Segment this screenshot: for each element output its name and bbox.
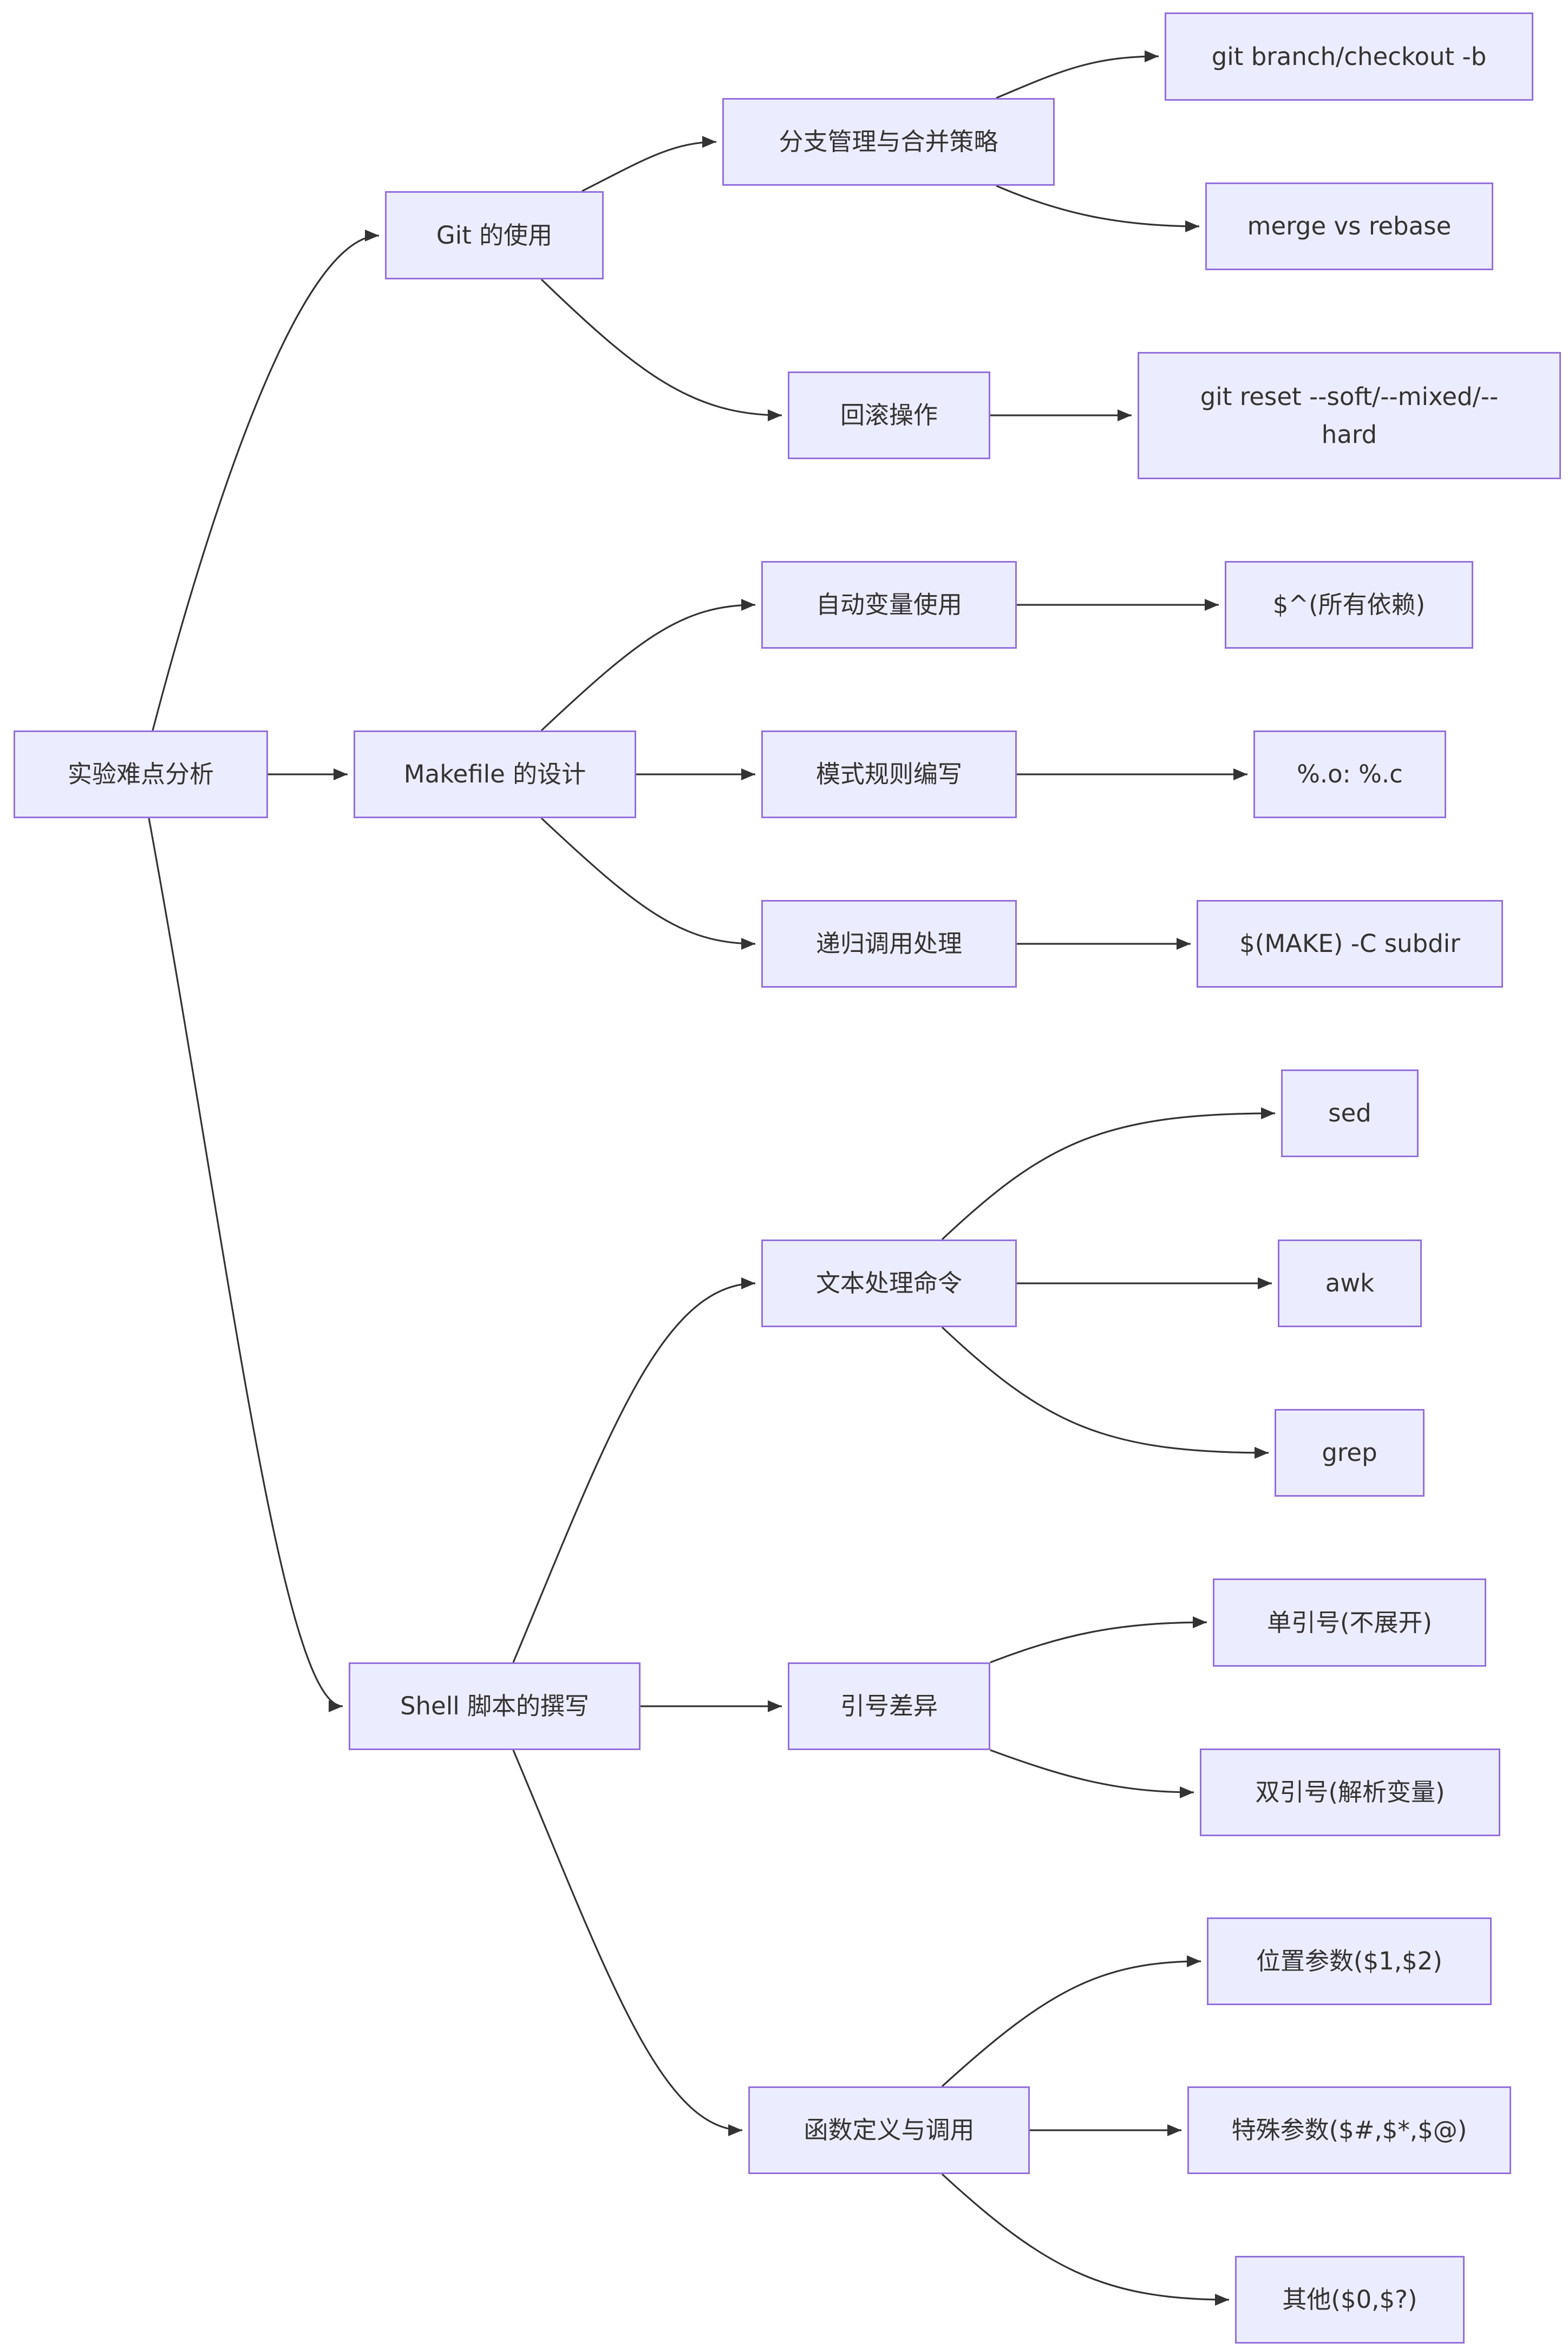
node-make-subdir: $(MAKE) -C subdir bbox=[1197, 900, 1503, 988]
node-text-commands-label: 文本处理命令 bbox=[815, 1269, 962, 1298]
node-single-quote: 单引号(不展开) bbox=[1213, 1578, 1486, 1667]
edge-shell-func-arrowhead bbox=[728, 2124, 742, 2136]
edge-branch-gitbranch-arrowhead bbox=[1145, 50, 1159, 62]
node-git-usage: Git 的使用 bbox=[385, 191, 604, 279]
edge-func-pos bbox=[941, 1960, 1201, 2087]
node-make-subdir-label: $(MAKE) -C subdir bbox=[1239, 929, 1460, 958]
edge-recursive-makesub-arrowhead bbox=[1177, 938, 1191, 950]
node-auto-variables: 自动变量使用 bbox=[761, 561, 1017, 649]
edge-root-make-arrowhead bbox=[334, 768, 348, 780]
edge-textcmd-grep bbox=[941, 1326, 1269, 1454]
node-git-branch-checkout: git branch/checkout -b bbox=[1165, 12, 1533, 101]
node-grep: grep bbox=[1275, 1409, 1425, 1497]
edge-root-git bbox=[152, 234, 380, 731]
edge-textcmd-sed bbox=[941, 1112, 1276, 1241]
edge-textcmd-sed-arrowhead bbox=[1261, 1107, 1275, 1119]
edge-quote-single-arrowhead bbox=[1193, 1616, 1207, 1628]
edge-make-autovar-arrowhead bbox=[741, 599, 755, 611]
node-special-params: 特殊参数($#,$*,$@) bbox=[1187, 2086, 1511, 2174]
edge-func-other bbox=[941, 2173, 1230, 2301]
node-git-branch-checkout-label: git branch/checkout -b bbox=[1211, 42, 1487, 71]
node-git-reset-text: git reset --soft/--mixed/-- hard bbox=[1200, 378, 1499, 454]
node-merge-vs-rebase: merge vs rebase bbox=[1205, 182, 1493, 270]
node-sed: sed bbox=[1281, 1069, 1419, 1157]
node-makefile-design: Makefile 的设计 bbox=[354, 730, 636, 818]
node-git-usage-label: Git 的使用 bbox=[436, 220, 553, 250]
node-shell-script: Shell 脚本的撰写 bbox=[349, 1662, 641, 1750]
node-recursive-call-label: 递归调用处理 bbox=[815, 929, 962, 958]
node-positional-params-label: 位置参数($1,$2) bbox=[1256, 1947, 1442, 1976]
node-awk-label: awk bbox=[1325, 1269, 1375, 1298]
edge-make-recursive bbox=[540, 817, 756, 945]
node-all-dependencies-label: $^(所有依赖) bbox=[1272, 590, 1426, 619]
node-pattern-example: %.o: %.c bbox=[1253, 730, 1446, 818]
node-grep-label: grep bbox=[1322, 1438, 1377, 1467]
edge-func-pos-arrowhead bbox=[1187, 1955, 1201, 1967]
node-pattern-rules-label: 模式规则编写 bbox=[815, 760, 962, 789]
edges-layer bbox=[148, 55, 1276, 2301]
node-all-dependencies: $^(所有依赖) bbox=[1225, 561, 1473, 649]
node-function-definition: 函数定义与调用 bbox=[748, 2086, 1030, 2174]
node-git-reset-line1: git reset --soft/--mixed/-- bbox=[1200, 382, 1499, 411]
edge-git-branch-arrowhead bbox=[702, 136, 716, 148]
node-root-label: 实验难点分析 bbox=[67, 760, 214, 789]
node-other-params: 其他($0,$?) bbox=[1235, 2256, 1465, 2344]
node-auto-variables-label: 自动变量使用 bbox=[815, 590, 962, 619]
node-root: 实验难点分析 bbox=[14, 730, 268, 818]
node-git-reset-line2: hard bbox=[1321, 420, 1377, 449]
node-branch-strategy: 分支管理与合并策略 bbox=[722, 98, 1055, 186]
edge-autovar-dollarcaret-arrowhead bbox=[1205, 599, 1219, 611]
node-function-definition-label: 函数定义与调用 bbox=[803, 2116, 975, 2145]
edge-root-shell bbox=[148, 818, 343, 1707]
edge-func-other-arrowhead bbox=[1215, 2294, 1229, 2306]
edge-branch-gitbranch bbox=[996, 55, 1159, 99]
node-other-params-label: 其他($0,$?) bbox=[1282, 2285, 1417, 2314]
node-text-commands: 文本处理命令 bbox=[761, 1239, 1017, 1327]
edge-shell-textcmd-arrowhead bbox=[741, 1277, 755, 1289]
edge-make-recursive-arrowhead bbox=[741, 938, 755, 950]
node-double-quote: 双引号(解析变量) bbox=[1200, 1748, 1500, 1836]
edge-rollback-reset-arrowhead bbox=[1118, 409, 1132, 421]
node-awk: awk bbox=[1278, 1239, 1422, 1327]
edge-quote-double bbox=[990, 1749, 1194, 1793]
node-merge-vs-rebase-label: merge vs rebase bbox=[1247, 212, 1452, 241]
edge-shell-textcmd bbox=[512, 1282, 756, 1663]
edge-textcmd-grep-arrowhead bbox=[1255, 1447, 1269, 1459]
edge-quote-double-arrowhead bbox=[1180, 1786, 1194, 1798]
node-rollback-label: 回滚操作 bbox=[840, 401, 938, 430]
edge-git-rollback-arrowhead bbox=[768, 409, 782, 421]
edge-shell-quote-arrowhead bbox=[768, 1700, 782, 1712]
edge-shell-func bbox=[512, 1750, 743, 2131]
edge-make-autovar bbox=[540, 604, 756, 732]
node-pattern-rules: 模式规则编写 bbox=[761, 730, 1017, 818]
edge-branch-merge bbox=[996, 185, 1200, 227]
node-branch-strategy-label: 分支管理与合并策略 bbox=[779, 127, 998, 156]
node-git-reset: git reset --soft/--mixed/-- hard bbox=[1138, 352, 1561, 479]
node-rollback: 回滚操作 bbox=[788, 371, 990, 459]
node-quote-difference-label: 引号差异 bbox=[840, 1692, 938, 1721]
edge-pattern-patternex-arrowhead bbox=[1233, 768, 1247, 780]
node-makefile-design-label: Makefile 的设计 bbox=[403, 760, 586, 789]
edge-quote-single bbox=[990, 1621, 1207, 1663]
node-quote-difference: 引号差异 bbox=[788, 1662, 990, 1750]
node-double-quote-label: 双引号(解析变量) bbox=[1255, 1778, 1445, 1807]
edge-root-shell-arrowhead bbox=[329, 1700, 343, 1712]
node-shell-script-label: Shell 脚本的撰写 bbox=[400, 1692, 590, 1721]
edge-textcmd-awk-arrowhead bbox=[1258, 1277, 1272, 1289]
node-special-params-label: 特殊参数($#,$*,$@) bbox=[1231, 2116, 1467, 2145]
node-positional-params: 位置参数($1,$2) bbox=[1207, 1917, 1492, 2005]
edge-git-branch bbox=[582, 141, 717, 192]
edge-branch-merge-arrowhead bbox=[1185, 220, 1199, 232]
node-recursive-call: 递归调用处理 bbox=[761, 900, 1017, 988]
edge-func-special-arrowhead bbox=[1167, 2124, 1181, 2136]
node-sed-label: sed bbox=[1328, 1099, 1371, 1128]
edge-make-pattern-arrowhead bbox=[741, 768, 755, 780]
node-single-quote-label: 单引号(不展开) bbox=[1266, 1608, 1433, 1637]
edge-root-git-arrowhead bbox=[365, 230, 379, 242]
node-pattern-example-label: %.o: %.c bbox=[1297, 760, 1403, 789]
arrowheads-layer bbox=[329, 50, 1275, 2306]
edge-git-rollback bbox=[540, 278, 782, 416]
